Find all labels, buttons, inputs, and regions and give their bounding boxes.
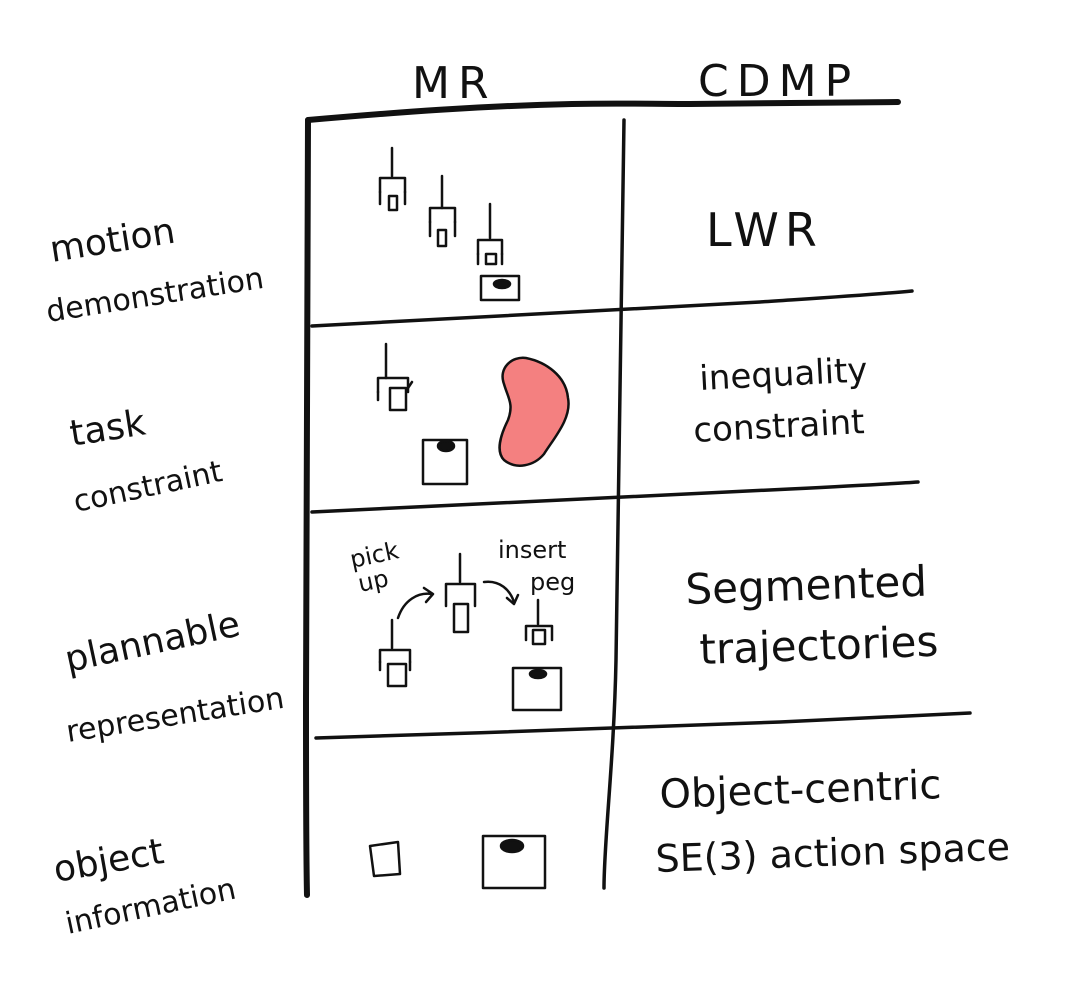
gripper-sketch <box>378 618 412 688</box>
gripper-sketch <box>428 174 457 248</box>
arrow-lift-to-insert <box>482 580 520 606</box>
annotation-up: up <box>355 564 391 598</box>
cdmp-text-constraint: constraint <box>692 402 865 451</box>
row-divider-2 <box>310 480 920 514</box>
target-box-sketch <box>479 274 521 302</box>
row-label-line: constraint <box>70 454 225 520</box>
gripper-sketch <box>378 146 407 212</box>
row-divider-1 <box>310 289 914 328</box>
column-divider <box>602 118 626 890</box>
cdmp-text-se3-action-space: SE(3) action space <box>655 825 1011 881</box>
column-header-mr: MR <box>412 58 497 109</box>
left-border <box>302 117 311 898</box>
row-label-line: plannable <box>61 604 243 681</box>
gripper-sketch <box>444 552 477 634</box>
row-label-line: task <box>67 403 148 455</box>
row-label-motion-demonstration: motion demonstration <box>44 211 266 330</box>
row-label-line: representation <box>64 681 287 750</box>
row-label-task-constraint: task constraint <box>67 403 226 520</box>
target-box-sketch <box>421 438 469 486</box>
row-divider-3 <box>314 711 972 740</box>
obstacle-region <box>498 356 570 467</box>
target-box-sketch <box>481 834 547 890</box>
cdmp-text-trajectories: trajectories <box>699 617 939 674</box>
row-label-line: object <box>50 831 166 891</box>
row-label-plannable-representation: plannable representation <box>61 604 286 750</box>
row-label-line: motion <box>47 211 178 271</box>
cdmp-text-object-centric: Object-centric <box>659 762 942 818</box>
target-box-sketch <box>511 666 563 712</box>
header-rule <box>305 99 901 123</box>
row-label-line: demonstration <box>44 261 266 330</box>
annotation-insert: insert <box>498 536 566 564</box>
gripper-sketch <box>376 342 414 412</box>
annotation-peg: peg <box>530 568 575 596</box>
gripper-sketch <box>524 598 554 646</box>
cdmp-text-segmented: Segmented <box>685 557 928 614</box>
column-header-cdmp: CDMP <box>698 56 859 107</box>
cdmp-text-lwr: LWR <box>706 203 823 257</box>
gripper-sketch <box>476 202 504 266</box>
cdmp-text-inequality: inequality <box>698 350 868 399</box>
peg-object-sketch <box>368 840 402 878</box>
row-label-object-information: object information <box>50 831 239 942</box>
arrow-pick-to-lift <box>396 586 435 620</box>
